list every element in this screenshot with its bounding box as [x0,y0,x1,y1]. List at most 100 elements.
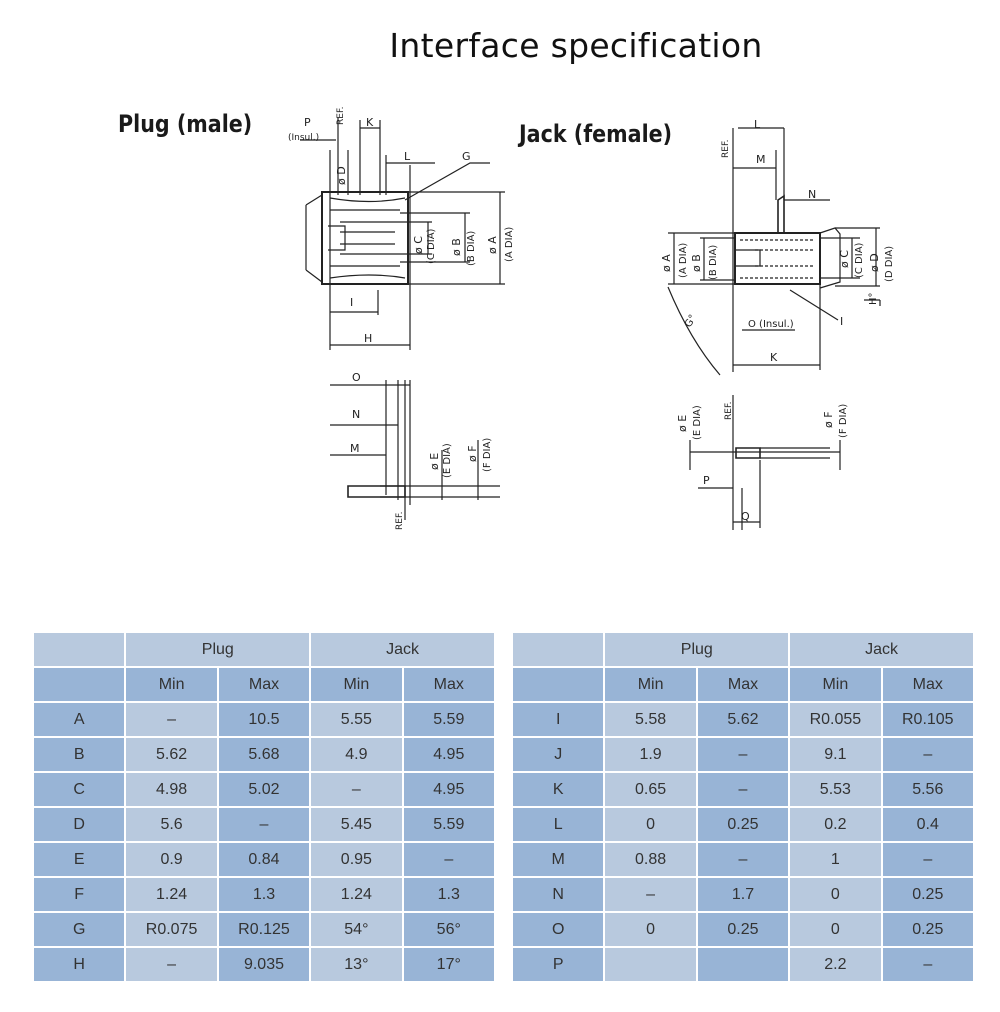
table-cell: – [218,808,310,841]
sub-header-cell: Max [697,668,789,701]
jack-label-a-dia: (A DIA) [678,243,689,278]
table-cell: 5.56 [882,773,973,806]
jack-label-e: ø E [676,415,689,432]
jack-label-b: ø B [690,254,703,272]
jack-label-g: G° [683,313,699,330]
table-cell: – [403,843,494,876]
table-cell: 0.25 [882,878,973,911]
plug-label-c: ø C [412,236,425,254]
jack-label-ref2: REF. [724,401,734,420]
table-cell: – [311,773,402,806]
table-cell: – [126,703,217,736]
row-label: H [34,948,125,981]
row-label: D [34,808,125,841]
jack-label-d: ø D [868,253,881,272]
table-cell: 4.95 [403,773,494,806]
row-label: P [513,948,604,981]
table-cell: 4.95 [403,738,494,771]
table-cell: 5.59 [403,808,494,841]
plug-label-a-dia: (A DIA) [504,227,515,262]
jack-title: Jack (female) [519,120,673,148]
table-cell: 0.25 [882,913,973,946]
jack-drawing [667,127,881,530]
table-cell: 1 [790,843,881,876]
table-cell: 1.3 [403,878,494,911]
jack-label-o-insul: O (Insul.) [748,319,794,330]
sub-header-cell: Min [311,668,402,701]
jack-label-p: P [703,474,710,487]
table-cell: 0.25 [697,808,789,841]
plug-label-ref2: REF. [395,511,405,530]
plug-label-f: ø F [466,445,479,462]
table-cell: 5.6 [126,808,217,841]
table-corner [34,633,125,666]
table-cell: 0.65 [605,773,696,806]
plug-label-d: ø D [335,166,348,185]
table-corner [513,633,604,666]
plug-label-h: H [364,332,372,345]
table-cell: – [605,878,696,911]
table-cell: 0 [790,878,881,911]
row-label: I [513,703,604,736]
table-cell: 0.88 [605,843,696,876]
sub-header-cell: Max [218,668,310,701]
table-cell: – [697,773,789,806]
table-group-header: Plug Jack [513,633,973,666]
table-cell [605,948,696,981]
sub-header-cell: Min [605,668,696,701]
plug-label-i: I [350,296,353,309]
plug-label-g: G [462,150,471,163]
sub-header-cell: Max [403,668,494,701]
table-cell [697,948,789,981]
plug-label-insul: (Insul.) [288,133,319,143]
group-header-plug: Plug [605,633,789,666]
table-cell: R0.105 [882,703,973,736]
plug-label-p: P [304,116,311,129]
jack-label-m: M [756,153,766,166]
plug-label-k: K [366,116,374,129]
plug-label-n: N [352,408,360,421]
row-label: N [513,878,604,911]
group-header-jack: Jack [311,633,494,666]
table-cell: 0.84 [218,843,310,876]
table-group-header: Plug Jack [34,633,494,666]
sub-header-cell: Min [126,668,217,701]
jack-label-e-dia: (E DIA) [692,405,703,440]
table-cell: 2.2 [790,948,881,981]
sub-corner [34,668,125,701]
group-header-jack: Jack [790,633,973,666]
table-cell: 0.25 [697,913,789,946]
jack-label-l: L [754,118,761,131]
table-cell: R0.075 [126,913,217,946]
title-area: Interface specification [0,0,1000,80]
jack-label-ref: REF. [721,139,731,158]
row-label: E [34,843,125,876]
plug-label-l: L [404,150,411,163]
table-cell: – [882,738,973,771]
plug-drawing [300,118,505,520]
jack-label-b-dia: (B DIA) [708,245,719,280]
table-cell: 0.4 [882,808,973,841]
plug-label-ref: REF. [336,106,346,125]
jack-label-a: ø A [660,254,673,272]
row-label: B [34,738,125,771]
jack-label-k: K [770,351,778,364]
page-title: Interface specification [389,26,763,65]
table-cell: 17° [403,948,494,981]
table-cell: 5.55 [311,703,402,736]
table-cell: – [126,948,217,981]
plug-dimension-labels: P (Insul.) REF. K ø D L G ø C (C DIA) ø … [288,106,515,530]
row-label: O [513,913,604,946]
table-cell: 5.45 [311,808,402,841]
